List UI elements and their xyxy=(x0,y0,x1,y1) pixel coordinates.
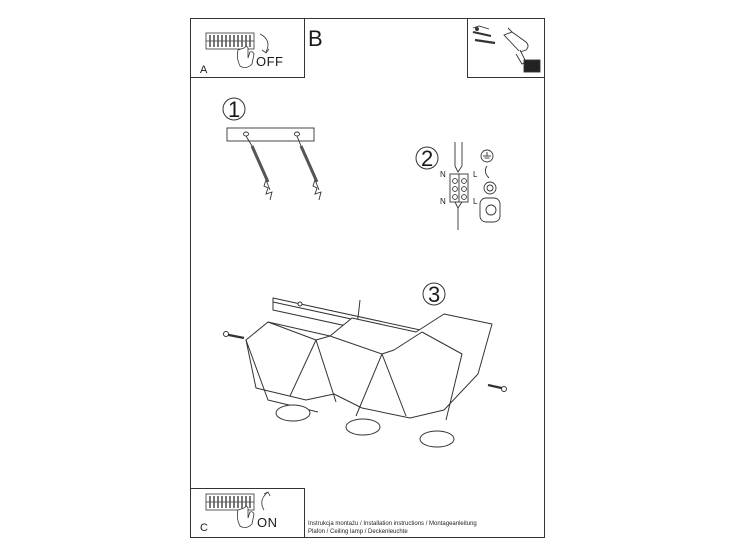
step-two-number: 2 xyxy=(421,146,434,171)
wire-label-n-top: N xyxy=(440,170,446,179)
panel-a-letter: A xyxy=(200,64,208,76)
panel-c-letter: C xyxy=(200,522,208,534)
wire-label-l-top: L xyxy=(473,170,478,179)
panel-a-state: OFF xyxy=(256,54,284,69)
step-one-number: 1 xyxy=(228,97,241,122)
caption-line-1: Instrukcja montażu / Installation instru… xyxy=(308,521,477,527)
panel-b-letter: B xyxy=(308,26,323,51)
instruction-sheet xyxy=(190,18,545,538)
caption-line-2: Plafon / Ceiling lamp / Deckenleuchte xyxy=(308,529,408,535)
panel-c-state: ON xyxy=(257,515,278,530)
wire-label-l-bottom: L xyxy=(473,197,478,206)
step-three-number: 3 xyxy=(428,282,441,307)
wire-label-n-bottom: N xyxy=(440,197,446,206)
